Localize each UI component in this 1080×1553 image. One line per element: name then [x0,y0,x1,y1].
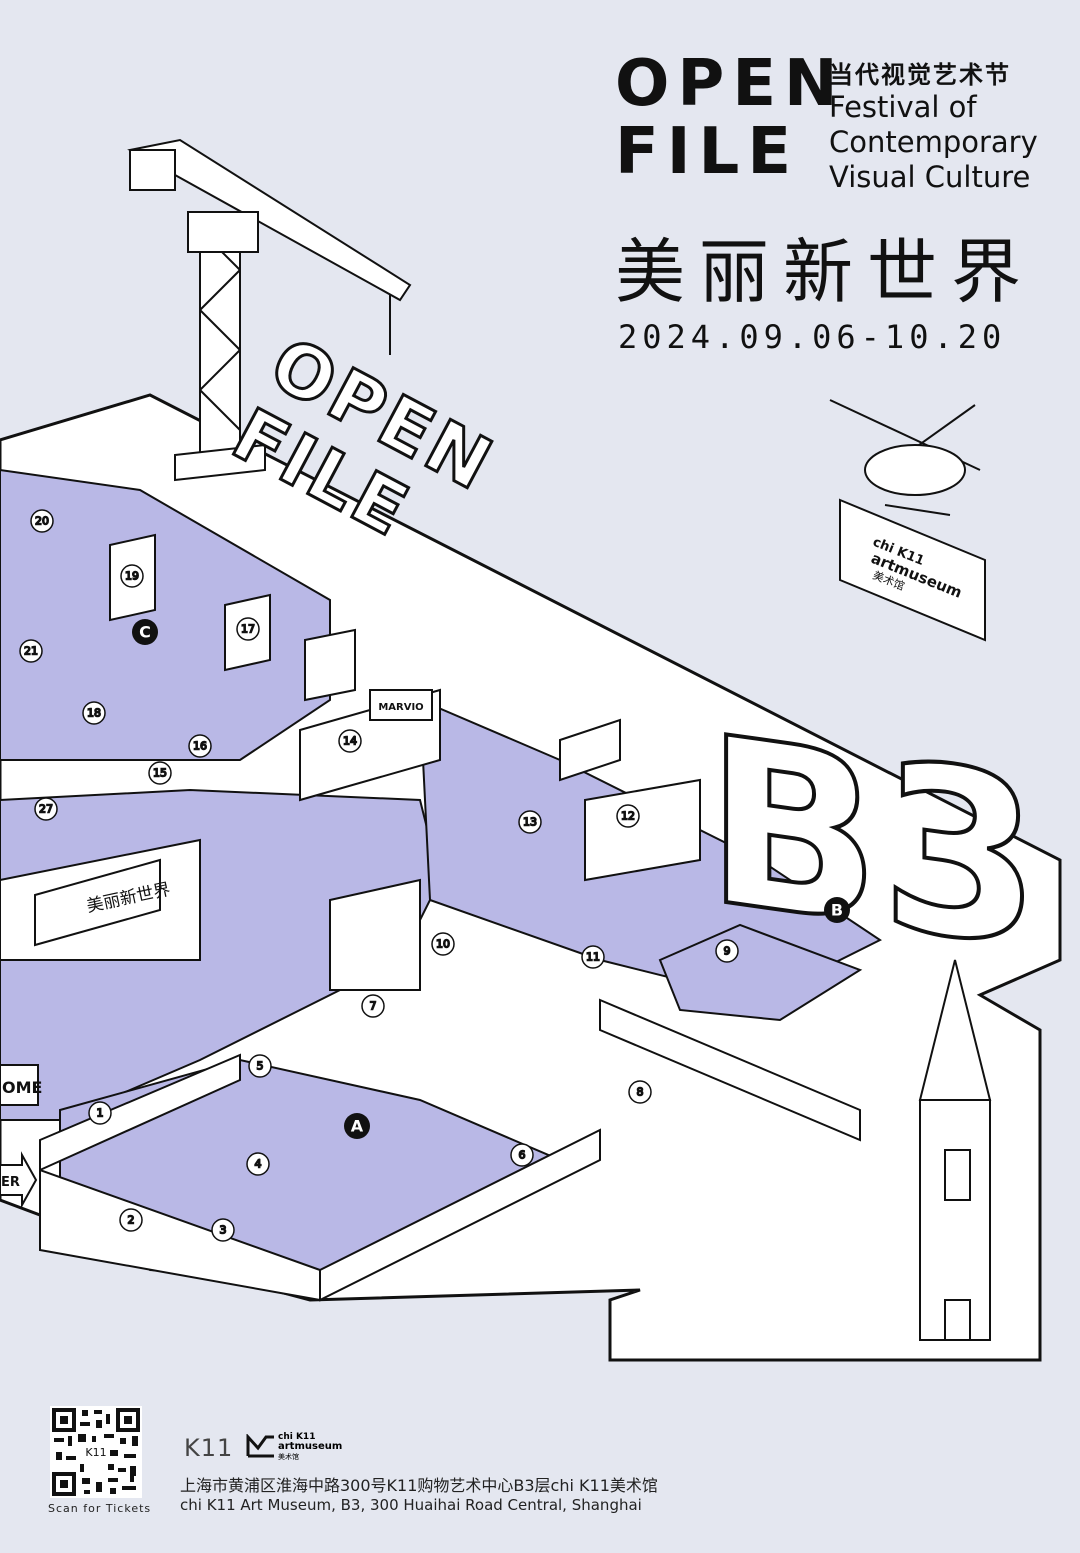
svg-text:19: 19 [125,570,139,583]
svg-text:7: 7 [370,1000,377,1013]
exhibit-marker [246,1152,270,1176]
pencil-tower-illustration [918,959,992,1341]
svg-text:2: 2 [128,1214,135,1227]
svg-text:C: C [139,623,151,642]
enter-arrow-sign: ER [0,1151,38,1209]
exhibit-marker [34,797,58,821]
svg-text:17: 17 [241,623,255,636]
svg-text:4: 4 [255,1158,262,1171]
gallery-floor-9 [658,923,863,1022]
welcome-sign: OME [0,1064,42,1106]
exhibit-marker [236,617,260,641]
exhibit-marker [361,994,385,1018]
festival-name: 当代视觉艺术节 Festival of Contemporary Visual … [829,60,1038,195]
zone-marker-b [824,897,850,923]
museum-logo-line3: 美术馆 [278,1453,299,1461]
museum-m-logo-icon [246,1434,274,1458]
sign-b3-text: B3 [705,685,1040,1001]
svg-text:A: A [351,1117,364,1136]
svg-text:10: 10 [436,938,450,951]
svg-text:20: 20 [35,515,49,528]
exhibit-marker [82,701,106,725]
exhibit-markers: 1 2 3 4 5 6 7 8 9 10 11 12 13 14 15 16 1… [19,509,739,1242]
footer: K11 Scan for Tickets K11 chi K11 artmuse… [0,1390,1080,1550]
exhibit-marker [120,564,144,588]
svg-text:9: 9 [724,945,731,958]
festival-name-en-1: Festival of [829,90,977,124]
marvio-sign-text: MARVIO [378,702,423,713]
svg-text:27: 27 [39,803,53,816]
zone-marker-a [344,1113,370,1139]
festival-name-cn: 当代视觉艺术节 [829,61,1011,89]
festival-name-en-2: Contemporary [829,125,1038,159]
festival-name-en-3: Visual Culture [829,160,1031,194]
exhibit-marker [19,639,43,663]
museum-logo-line2: artmuseum [278,1441,343,1452]
venue-map-illustration: OPEN FILE B3 chi K11 artmuseum 美术馆 MARVI… [0,138,1062,1362]
logo-file: FILE [615,115,800,189]
exhibit-marker [30,509,54,533]
crane-illustration [127,138,412,482]
festival-dates: 2024.09.06-10.20 [618,318,1007,356]
exhibit-marker [88,1101,112,1125]
svg-text:15: 15 [153,767,167,780]
k11-logo: K11 [184,1434,234,1462]
svg-text:16: 16 [193,740,207,753]
exhibit-marker [581,945,605,969]
zone-marker-c [132,619,158,645]
svg-text:13: 13 [523,816,537,829]
museum-logo-line1: chi K11 [278,1432,316,1442]
svg-text:18: 18 [87,707,101,720]
svg-text:3: 3 [220,1224,227,1237]
exhibit-marker [211,1218,235,1242]
enter-sign-text: ER [1,1175,20,1190]
exhibit-marker [248,1054,272,1078]
zone-markers: A B C [132,619,850,1139]
svg-text:14: 14 [343,735,357,748]
svg-text:8: 8 [637,1086,644,1099]
svg-text:5: 5 [257,1060,264,1073]
welcome-sign-text: OME [2,1078,42,1097]
svg-text:6: 6 [519,1149,526,1162]
exhibit-marker [148,761,172,785]
address-english: chi K11 Art Museum, B3, 300 Huaihai Road… [180,1496,642,1514]
exhibit-marker [338,729,362,753]
qr-label: K11 [85,1446,106,1459]
marvio-sign: MARVIO [369,689,433,721]
helicopter-illustration [829,399,981,516]
exhibit-marker [119,1208,143,1232]
exhibit-marker [431,932,455,956]
ticket-qr-code[interactable]: K11 [50,1406,142,1498]
exhibit-wall-sign: 美丽新世界 [34,858,172,947]
exhibit-marker [188,734,212,758]
logo-open: OPEN [615,47,846,121]
svg-text:11: 11 [586,951,600,964]
slogan-title: 美丽新世界 [615,231,1035,313]
museum-banner: chi K11 artmuseum 美术馆 [839,498,986,642]
exhibit-marker [518,810,542,834]
exhibit-marker [616,804,640,828]
svg-text:12: 12 [621,810,635,823]
exhibit-marker [628,1080,652,1104]
b3-3d-sign: B3 [703,683,1042,1003]
svg-text:B: B [831,901,843,920]
svg-text:21: 21 [24,645,38,658]
svg-text:1: 1 [97,1107,104,1120]
scan-for-tickets-label: Scan for Tickets [48,1502,152,1515]
exhibit-marker [510,1143,534,1167]
gallery-floor-c [0,468,331,761]
exhibit-marker [715,939,739,963]
address-chinese: 上海市黄浦区淮海中路300号K11购物艺术中心B3层chi K11美术馆 [180,1476,658,1495]
